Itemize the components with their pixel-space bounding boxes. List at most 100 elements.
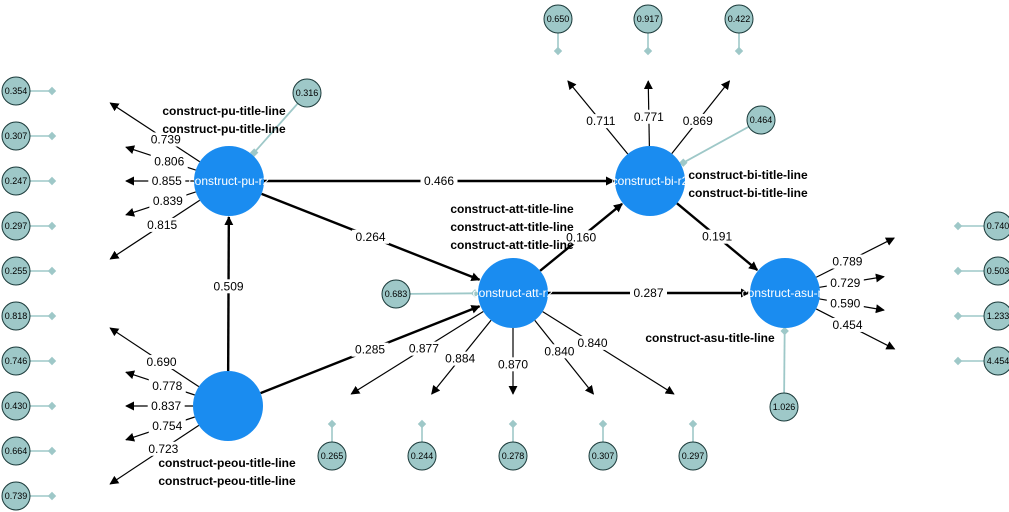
indicator-use2-error-circle <box>983 256 1009 286</box>
indicator-bi3-error-value: 0.422 <box>728 14 751 24</box>
construct-pu-error-marker <box>250 148 259 157</box>
indicator-att5-error-value: 0.297 <box>682 451 705 461</box>
construct-att-error-marker <box>470 289 480 298</box>
indicator-att3-error-circle <box>498 441 528 471</box>
indicator-att1-error-marker <box>327 419 337 429</box>
indicator-use2-error-marker <box>953 266 963 276</box>
indicator-att4-error-value: 0.307 <box>592 451 615 461</box>
construct-asu-circle <box>750 258 820 328</box>
Ease of Use: construct-peou-title-line <box>158 474 296 488</box>
construct-pu-error-circle <box>292 78 322 108</box>
0.304: construct-bi-r2 <box>612 174 689 188</box>
indicator-eou3-loading-bg <box>147 399 185 413</box>
indicator-att4-error-marker <box>598 419 608 429</box>
indicator-bi2-error-value: 0.917 <box>637 14 660 24</box>
indicator-use3-error-circle <box>983 301 1009 331</box>
indicator-eou1-error-value: 0.818 <box>5 311 28 321</box>
path-peou-to-att-coef: 0.285 <box>355 343 385 357</box>
indicator-usef1-loading-arrow <box>109 102 201 163</box>
indicator-use2-loading: 0.729 <box>830 276 860 290</box>
indicator-eou5-error-value: 0.739 <box>5 491 28 501</box>
indicator-usef5-error-value: 0.255 <box>5 266 28 276</box>
indicator-usef2-error-marker <box>47 131 57 141</box>
indicator-usef1-error-value: 0.354 <box>5 86 28 96</box>
construct-bi-error-marker <box>679 158 688 167</box>
construct-att-error-value: 0.683 <box>385 289 408 299</box>
indicator-eou2-error-marker <box>47 356 57 366</box>
indicator-eou2-loading: 0.778 <box>152 379 182 393</box>
path-pu-to-att-coef: 0.264 <box>356 230 386 244</box>
indicator-eou4-error-value: 0.664 <box>5 446 28 456</box>
indicator-att2-error-marker <box>417 419 427 429</box>
indicator-att2-error-circle <box>407 441 437 471</box>
indicator-bi2-error-circle <box>633 4 663 34</box>
construct-att-error-circle <box>381 279 411 309</box>
indicator-eou4-loading-bg <box>148 419 186 434</box>
indicator-bi1-error-circle <box>543 4 573 34</box>
indicator-usef3-error-marker <box>47 176 57 186</box>
indicator-usef5-loading: 0.815 <box>147 218 177 232</box>
indicator-eou4-loading: 0.754 <box>152 419 182 433</box>
construct-bi-error-value: 0.464 <box>750 115 773 125</box>
construct-bi-circle <box>615 146 685 216</box>
Perceived: construct-peou-title-line <box>158 456 296 470</box>
0.157: construct-asu-r2 <box>742 286 829 300</box>
construct-att-circle <box>478 258 548 328</box>
indicator-bi3-loading-bg <box>679 113 717 128</box>
indicator-eou5-error-marker <box>47 491 57 501</box>
construct-peou-circle <box>193 371 263 441</box>
indicator-att2-loading: 0.884 <box>445 352 475 366</box>
indicator-eou3-error-circle <box>1 391 31 421</box>
indicator-att2-loading-bg <box>441 351 479 366</box>
indicator-usef3-error-circle <box>1 166 31 196</box>
path-att-to-asu-coef: 0.287 <box>633 286 663 300</box>
path-att-to-asu-coef-bg <box>630 286 667 300</box>
indicator-eou2-error-value: 0.746 <box>5 356 28 366</box>
path-peou-to-pu-arrow <box>224 216 234 372</box>
Toward: construct-att-title-line <box>450 220 574 234</box>
indicator-att5-error-circle <box>678 441 708 471</box>
indicator-bi3-loading: 0.869 <box>683 114 713 128</box>
path-pu-to-att-coef-bg <box>352 229 390 244</box>
indicator-bi3-error-circle <box>724 4 754 34</box>
indicator-usef5-error-circle <box>1 256 31 286</box>
indicator-eou3-loading: 0.837 <box>151 399 181 413</box>
indicator-use2-error-value: 0.503 <box>987 266 1009 276</box>
indicator-eou5-loading-bg <box>144 441 182 456</box>
path-pu-to-bi-coef-bg <box>420 174 458 188</box>
path-peou-to-pu-coef: 0.509 <box>214 279 244 293</box>
indicator-use1-loading: 0.789 <box>832 255 862 269</box>
Attitude: construct-att-title-line <box>450 202 574 216</box>
indicator-att5-loading-bg <box>574 335 612 350</box>
construct-asu-error-value: 1.026 <box>773 402 796 412</box>
indicator-att4-loading: 0.840 <box>544 344 574 358</box>
construct-bi-error-link <box>682 125 750 164</box>
indicator-att4-error-circle <box>588 441 618 471</box>
construct-bi-error-circle <box>746 105 776 135</box>
indicator-usef4-error-value: 0.297 <box>5 221 28 231</box>
indicator-use3-loading-bg <box>826 296 864 311</box>
indicator-usef1-loading-bg <box>147 132 185 147</box>
indicator-usef1-loading: 0.739 <box>151 132 181 146</box>
construct-pu-error-value: 0.316 <box>296 88 319 98</box>
indicator-eou1-error-circle <box>1 301 31 331</box>
indicator-bi2-loading: 0.771 <box>634 110 664 124</box>
indicator-att3-loading: 0.870 <box>498 357 528 371</box>
Intention to Use: construct-bi-title-line <box>688 186 808 200</box>
indicator-bi3-error-marker <box>734 46 744 56</box>
indicator-eou3-error-marker <box>47 401 57 411</box>
path-bi-to-asu-coef-bg <box>698 229 736 244</box>
indicator-use4-loading: 0.454 <box>832 318 862 332</box>
indicator-use1-loading-bg <box>828 254 866 269</box>
0.228: construct-att-r2 <box>473 286 554 300</box>
indicator-use3-error-value: 1.233 <box>987 311 1009 321</box>
indicator-usef3-loading: 0.855 <box>152 174 182 188</box>
construct-att-error-link <box>409 292 476 295</box>
indicator-use4-error-circle <box>983 346 1009 376</box>
indicator-att1-error-circle <box>317 441 347 471</box>
indicator-usef2-loading: 0.806 <box>154 154 184 168</box>
indicator-att4-loading-bg <box>540 344 578 359</box>
Using: construct-att-title-line <box>450 238 574 252</box>
indicator-att3-error-marker <box>508 419 518 429</box>
